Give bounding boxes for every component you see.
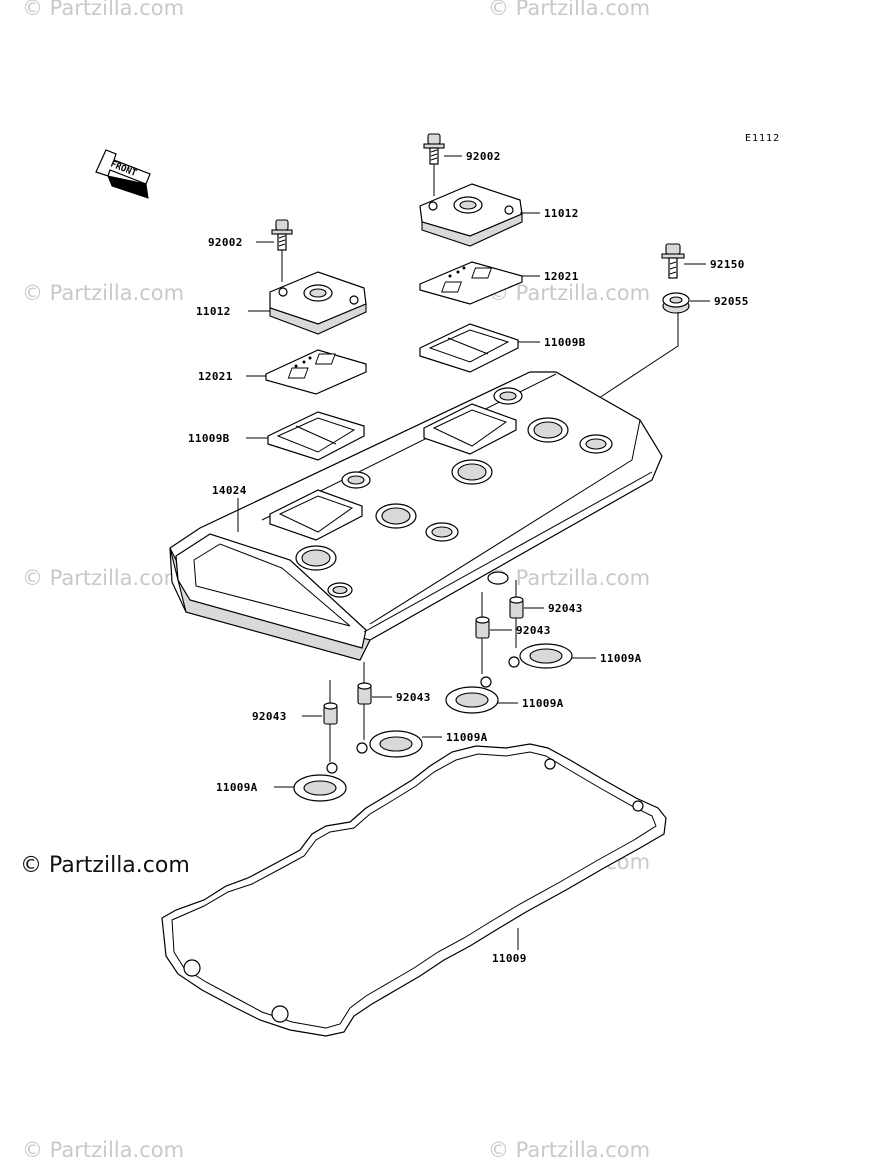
dowel-3 bbox=[357, 682, 372, 705]
label-bolt-top: 92002 bbox=[466, 150, 501, 163]
plate-left bbox=[265, 349, 367, 395]
label-cap-left: 11012 bbox=[196, 305, 231, 318]
oring-1 bbox=[508, 643, 573, 669]
front-arrow-icon: FRONT bbox=[95, 149, 151, 199]
label-dowel-2: 92043 bbox=[516, 624, 551, 637]
bolt-right bbox=[661, 243, 685, 279]
label-oring-3: 11009A bbox=[446, 731, 488, 744]
label-bolt-right: 92150 bbox=[710, 258, 745, 271]
label-dowel-4: 92043 bbox=[252, 710, 287, 723]
dowel-1 bbox=[509, 596, 524, 619]
diagram-code: E1112 bbox=[745, 133, 780, 144]
washer-right bbox=[662, 292, 690, 314]
gasket-left bbox=[267, 411, 365, 461]
cap-left bbox=[269, 271, 367, 335]
label-plate-left: 12021 bbox=[198, 370, 233, 383]
watermark: © Partzilla.com bbox=[22, 566, 184, 590]
cover-gasket bbox=[161, 743, 667, 1037]
bolt-left bbox=[271, 219, 293, 251]
plate-top bbox=[419, 261, 523, 305]
label-dowel-1: 92043 bbox=[548, 602, 583, 615]
label-gasket-left: 11009B bbox=[188, 432, 230, 445]
label-washer-right: 92055 bbox=[714, 295, 749, 308]
cap-top bbox=[419, 183, 523, 247]
copyright-text: © Partzilla.com bbox=[20, 853, 190, 878]
label-cover-gasket: 11009 bbox=[492, 952, 527, 965]
label-oring-2: 11009A bbox=[522, 697, 564, 710]
label-oring-1: 11009A bbox=[600, 652, 642, 665]
watermark: © Partzilla.com bbox=[22, 1138, 184, 1162]
watermark: © Partzilla.com bbox=[488, 0, 650, 20]
label-cap-top: 11012 bbox=[544, 207, 579, 220]
label-cover: 14024 bbox=[212, 484, 247, 497]
label-plate-top: 12021 bbox=[544, 270, 579, 283]
oring-3 bbox=[356, 730, 423, 758]
watermark: © Partzilla.com bbox=[22, 281, 184, 305]
dowel-2 bbox=[475, 616, 490, 639]
watermark: © Partzilla.com bbox=[488, 566, 650, 590]
oring-2 bbox=[445, 676, 499, 714]
dowel-4 bbox=[323, 702, 338, 725]
label-oring-4: 11009A bbox=[216, 781, 258, 794]
label-dowel-3: 92043 bbox=[396, 691, 431, 704]
gasket-top bbox=[419, 323, 519, 373]
label-bolt-left: 92002 bbox=[208, 236, 243, 249]
watermark: © Partzilla.com bbox=[488, 1138, 650, 1162]
watermark: © Partzilla.com bbox=[22, 0, 184, 20]
cylinder-head-cover bbox=[169, 371, 663, 661]
label-gasket-top: 11009B bbox=[544, 336, 586, 349]
bolt-top bbox=[423, 133, 445, 165]
front-label: FRONT bbox=[109, 160, 138, 180]
oring-4 bbox=[293, 762, 347, 802]
